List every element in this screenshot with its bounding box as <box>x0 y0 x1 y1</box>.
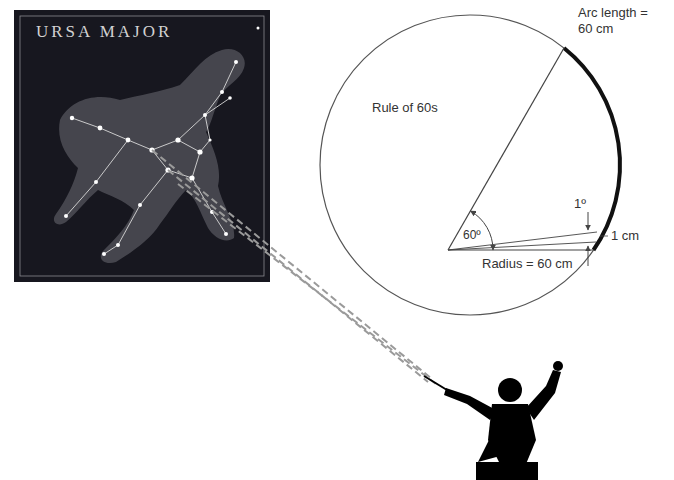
dimension-label: Arc length = 60 cm <box>578 5 652 36</box>
panel-frame <box>20 16 264 276</box>
dimension-label: Radius = 60 cm <box>482 256 573 272</box>
constellation-lines <box>66 62 236 254</box>
bear-figure <box>54 49 245 263</box>
constellation-title: URSA MAJOR <box>36 22 172 42</box>
dimension-label: Rule of 60s <box>372 100 438 116</box>
radius-line <box>448 249 594 250</box>
dimension-label: 1 cm <box>611 228 639 244</box>
leader-line <box>600 236 608 237</box>
dimension-label: 60º <box>463 228 481 242</box>
one-degree-line <box>448 242 596 250</box>
sight-lines <box>152 150 436 384</box>
arc-length <box>564 48 620 250</box>
degree-arrow <box>588 246 589 266</box>
radius-line <box>448 48 564 250</box>
degree-arrow <box>588 212 589 230</box>
baton <box>424 376 447 390</box>
conductor-silhouette <box>444 361 563 480</box>
illustration-panel: URSA MAJOR <box>14 10 270 282</box>
sky-panel <box>14 10 270 282</box>
dimension-label: 1º <box>574 196 586 212</box>
sky-circle <box>320 15 620 315</box>
